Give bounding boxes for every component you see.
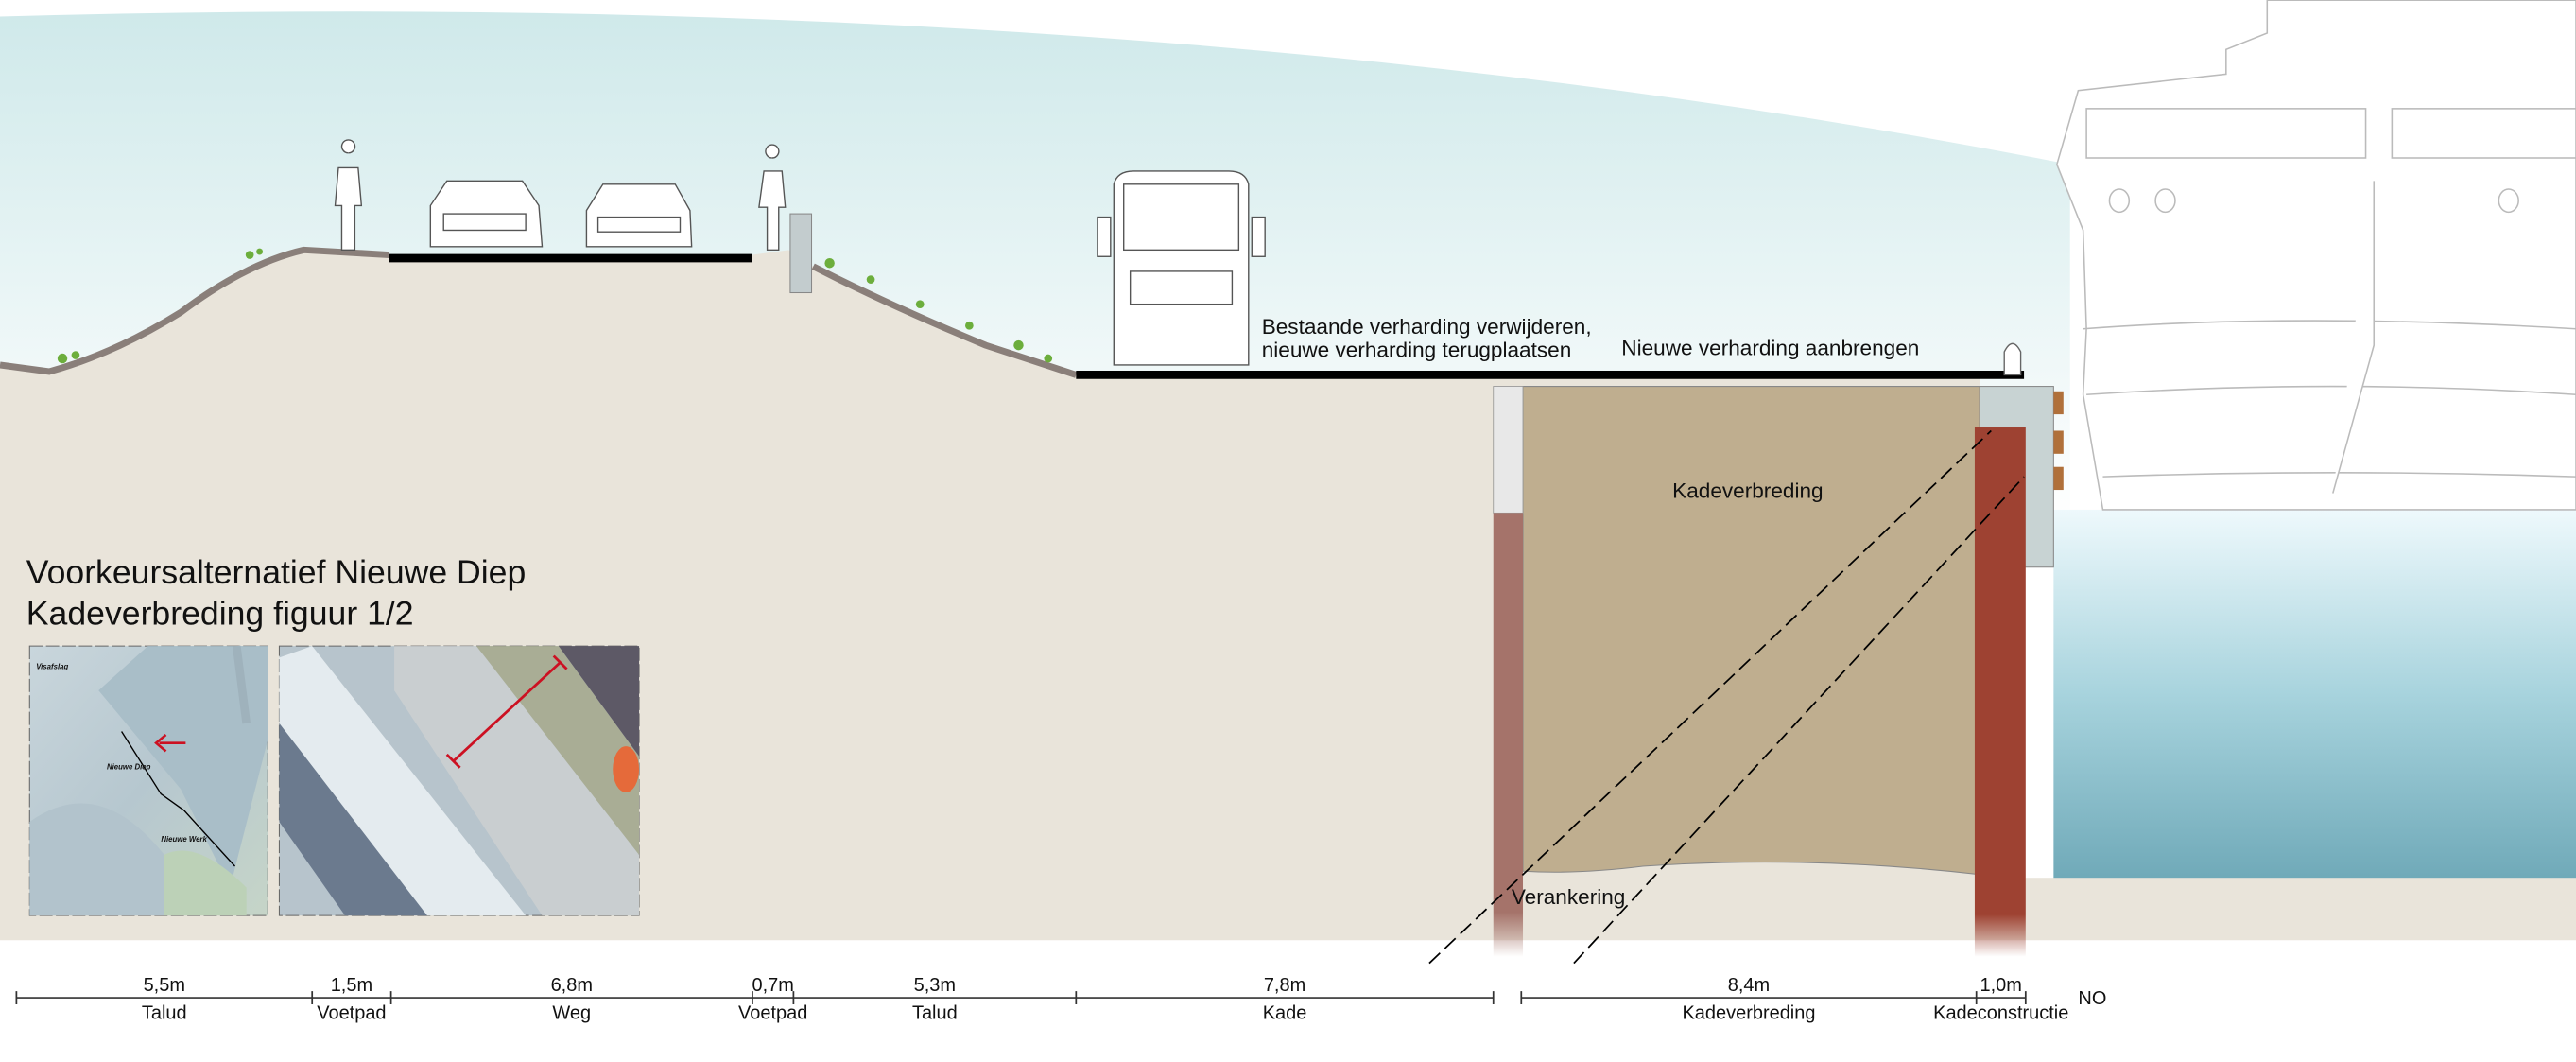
truck-icon (1097, 170, 1266, 366)
detail-aerial-map (278, 645, 640, 916)
section-marker (452, 661, 562, 762)
map-label: Nieuwe Werk (161, 835, 207, 844)
dimension-label: Voetpad (317, 1003, 386, 1024)
overview-map: Visafslag Nieuwe Diep Nieuwe Werk (28, 645, 268, 916)
bollard-icon (2003, 342, 2022, 376)
map-label: Nieuwe Diep (107, 762, 151, 771)
dimension-label: Kadeconstructie (1933, 1003, 2068, 1024)
old-quay-wall-top (1493, 386, 1524, 514)
anchor-line (1573, 476, 2025, 965)
fenders (2053, 391, 2064, 491)
annotation-new-pavement: Nieuwe verharding aanbrengen (1621, 337, 1919, 360)
orientation-label: NO (2078, 988, 2106, 1009)
annotation-replace-pavement: nieuwe verharding terugplaatsen (1262, 338, 1572, 361)
dimension-width: 0,7m (752, 975, 793, 996)
dimension-label: Talud (142, 1003, 187, 1024)
quay-widening-fill (1522, 386, 1980, 876)
car-icon (585, 183, 693, 248)
slope-surface-left (0, 246, 390, 375)
annotation-anchoring: Verankering (1512, 885, 1625, 909)
dimension-label: Weg (552, 1003, 591, 1024)
dimension-width: 8,4m (1728, 975, 1770, 996)
dimension-width: 6,8m (551, 975, 593, 996)
riverbed (1980, 878, 2576, 941)
slope-surface-right (811, 263, 1078, 378)
annotation-remove-pavement: Bestaande verharding verwijderen, (1262, 315, 1592, 339)
dimension-label: Talud (912, 1003, 958, 1024)
dimension-label: Voetpad (738, 1003, 807, 1024)
dimension-label: Kadeverbreding (1682, 1003, 1815, 1024)
location-arrow-icon (154, 733, 186, 753)
dimension-width: 1,5m (331, 975, 372, 996)
grass (57, 248, 1053, 364)
anchor-line (1428, 429, 1992, 965)
old-quay-wall (1493, 513, 1524, 957)
dimension-label: Kade (1263, 1003, 1307, 1024)
dimension-line (15, 991, 2027, 1005)
ship-silhouette (2056, 0, 2576, 511)
sheet-pile (1974, 427, 2026, 957)
car-icon (429, 180, 544, 248)
pedestrian-icon (334, 139, 363, 252)
map-label: Visafslag (36, 662, 68, 670)
annotation-quay-widening: Kadeverbreding (1672, 479, 1823, 503)
dimension-width: 5,5m (144, 975, 185, 996)
dimension-width: 7,8m (1264, 975, 1305, 996)
page-subtitle: Kadeverbreding figuur 1/2 (26, 595, 414, 633)
water (2053, 509, 2576, 881)
pedestrian-icon (758, 144, 787, 252)
dimension-width: 1,0m (1980, 975, 2022, 996)
dimension-width: 5,3m (914, 975, 956, 996)
page-title: Voorkeursalternatief Nieuwe Diep (26, 553, 527, 591)
curb-post (789, 213, 813, 294)
